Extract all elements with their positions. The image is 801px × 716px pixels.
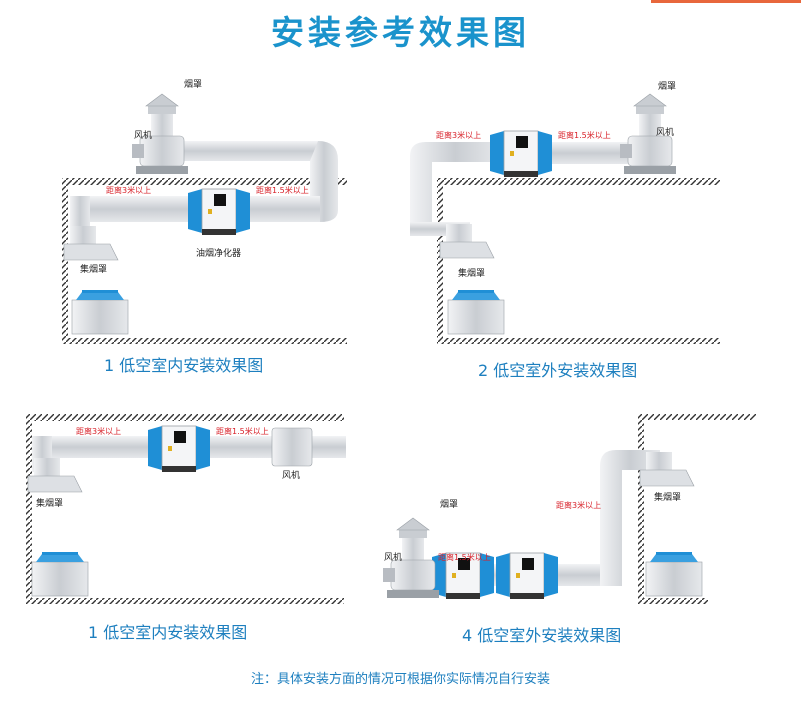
diagram-3-caption: 1 低空室内安装效果图 [88, 623, 248, 642]
d4-distance-1-5m-label: 距离1.5米以上 [438, 552, 491, 562]
d1-distance-3m-label: 距离3米以上 [106, 185, 151, 195]
d1-fan-label: 风机 [134, 129, 152, 141]
diagram-4-caption: 4 低空室外安装效果图 [462, 626, 622, 645]
d1-purifier-label: 油烟净化器 [196, 247, 241, 259]
d1-hood-label: 集烟罩 [80, 263, 107, 275]
d1-distance-1-5m-label: 距离1.5米以上 [256, 185, 309, 195]
d3-distance-1-5m-label: 距离1.5米以上 [216, 426, 269, 436]
d2-distance-1-5m-label: 距离1.5米以上 [558, 130, 611, 140]
d3-hood-label: 集烟罩 [36, 497, 63, 509]
d4-hood-label: 集烟罩 [654, 491, 681, 503]
d3-fan-label: 风机 [282, 469, 300, 481]
top-accent-bar [651, 0, 801, 3]
d1-chimney-label: 烟罩 [184, 78, 202, 90]
diagram-1-indoor [62, 93, 347, 344]
diagram-2-caption: 2 低空室外安装效果图 [478, 361, 638, 380]
diagram-4-outdoor [382, 414, 756, 604]
d4-chimney-label: 烟罩 [440, 498, 458, 510]
diagram-1-caption: 1 低空室内安装效果图 [104, 356, 264, 375]
diagram-3-indoor [26, 414, 346, 604]
diagram-2-outdoor [410, 93, 720, 344]
installation-note: 注：具体安装方面的情况可根据你实际情况自行安装 [250, 672, 550, 687]
d2-fan-label: 风机 [656, 126, 674, 138]
d2-hood-label: 集烟罩 [458, 267, 485, 279]
d2-distance-3m-label: 距离3米以上 [436, 130, 481, 140]
d4-distance-3m-label: 距离3米以上 [556, 500, 601, 510]
d4-fan-label: 风机 [384, 551, 402, 563]
page-title: 安装参考效果图 [271, 13, 530, 52]
d2-chimney-label: 烟罩 [658, 80, 676, 92]
d3-distance-3m-label: 距离3米以上 [76, 426, 121, 436]
